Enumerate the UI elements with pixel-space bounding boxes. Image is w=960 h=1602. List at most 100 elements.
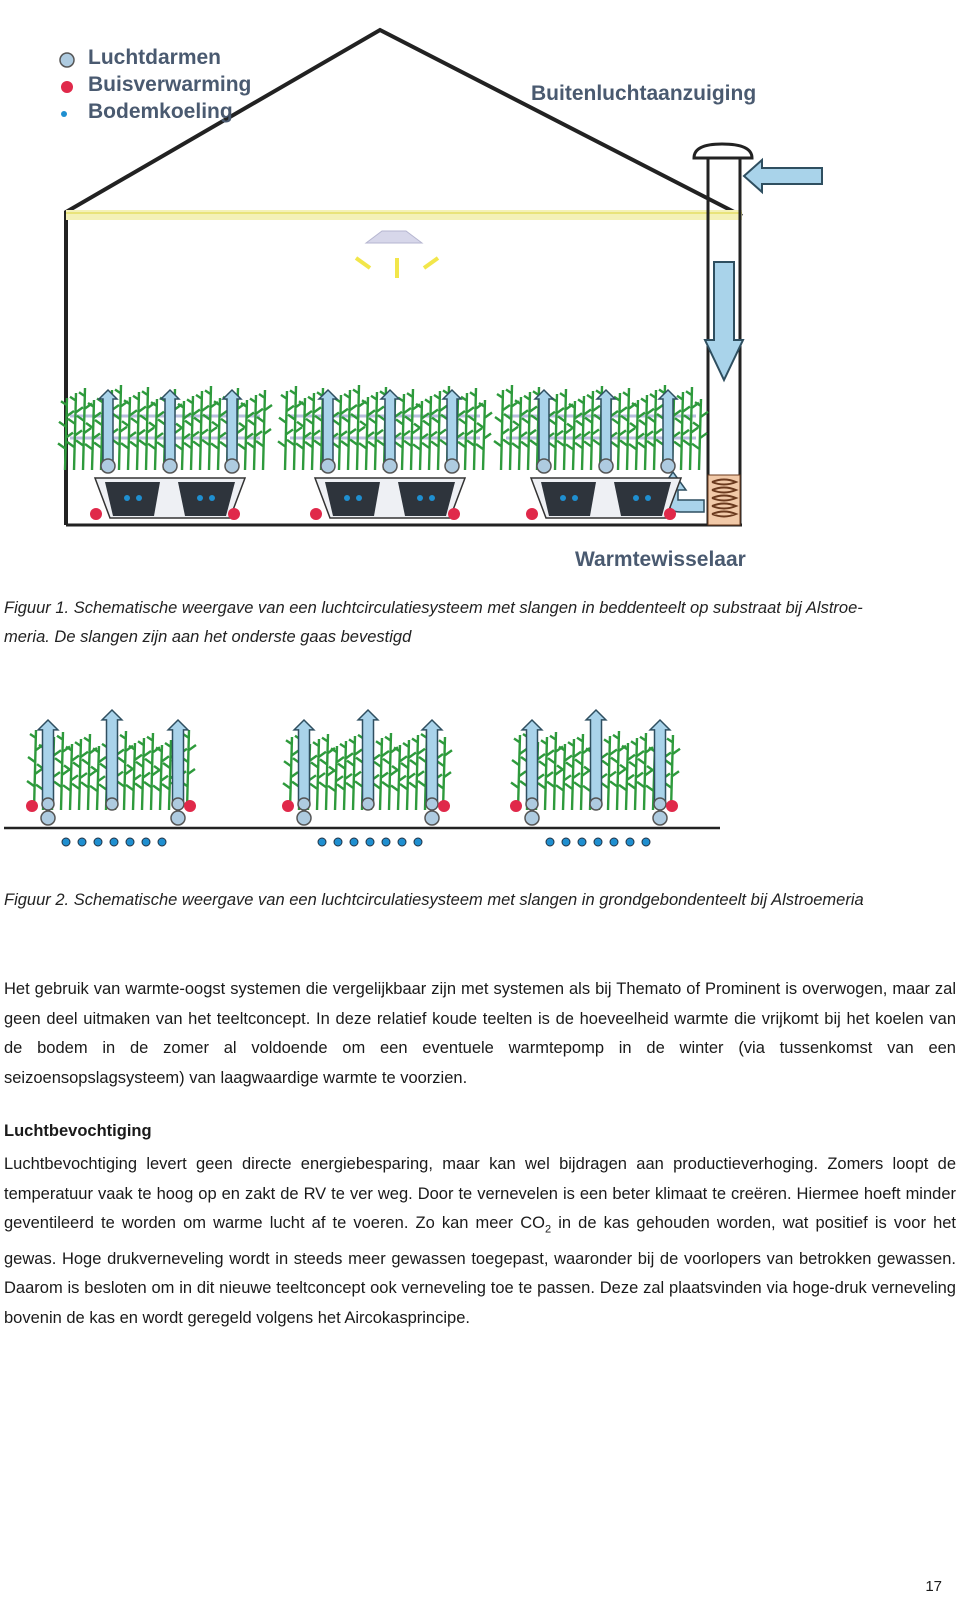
plant <box>546 731 564 811</box>
plant <box>609 730 627 811</box>
plant <box>237 399 255 471</box>
plant <box>143 732 161 811</box>
plant <box>520 391 538 471</box>
legend-label-floor-cooling: Bodemkoeling <box>88 100 233 123</box>
air-tube-icon <box>40 810 56 826</box>
plant <box>457 392 475 471</box>
section-heading: Luchtbevochtiging <box>4 1122 152 1140</box>
plant <box>62 743 80 811</box>
plant-bed <box>277 384 493 520</box>
plant <box>394 393 412 471</box>
plant-beds <box>57 384 709 520</box>
figure-2-diagram <box>4 708 720 847</box>
plant <box>201 385 219 471</box>
plant <box>466 387 484 471</box>
floor-cooling-icon <box>593 837 603 847</box>
air-tube-icon <box>524 810 540 826</box>
plant <box>564 738 582 811</box>
heating-pipe-icon <box>666 800 678 812</box>
air-tube-icon <box>105 797 119 811</box>
figure-1-caption-line-1: Figuur 1. Schematische weergave van een … <box>4 599 863 617</box>
floor-cooling-icon <box>93 837 103 847</box>
floor-cooling-icon <box>365 837 375 847</box>
air-tube-icon <box>224 458 240 474</box>
plant <box>574 395 592 471</box>
plant <box>26 729 44 811</box>
paragraph-heat-harvest: Het gebruik van warmte-oogst systemen di… <box>4 980 956 1087</box>
figure-1-legend: Luchtdarmen Buisverwarming Bodemkoeling <box>59 46 251 123</box>
figure-1-caption-line-2: meria. De slangen zijn aan het onderste … <box>4 628 412 646</box>
plant <box>53 731 71 811</box>
air-tube-icon <box>171 797 185 811</box>
plant <box>475 399 493 471</box>
plant <box>610 392 628 471</box>
air-flow-arrow-icon <box>100 708 124 805</box>
heating-pipe-icon <box>90 508 102 520</box>
plant <box>673 391 691 471</box>
label-heat-exchanger: Warmtewisselaar <box>575 548 746 571</box>
plant <box>138 386 156 471</box>
air-flow-arrow-icon <box>317 388 339 463</box>
plant <box>111 384 129 471</box>
floor-cooling-icon <box>317 837 327 847</box>
floor-cooling-icon <box>136 495 142 501</box>
plant <box>600 735 618 811</box>
plant <box>421 395 439 471</box>
figure-1-diagram: Luchtdarmen Buisverwarming Bodemkoeling … <box>57 27 823 571</box>
plant <box>390 744 408 811</box>
floor-cooling-icon <box>641 837 651 847</box>
heating-pipe-icon <box>664 508 676 520</box>
plant <box>57 397 75 471</box>
heating-pipe-icon <box>26 800 38 812</box>
air-flow-arrow-icon <box>441 388 463 463</box>
floor-cooling-icon <box>560 495 566 501</box>
heating-pipe-icon <box>510 800 522 812</box>
air-tube-icon <box>297 797 311 811</box>
plant <box>286 385 304 471</box>
plant <box>340 389 358 471</box>
plant-bed <box>493 384 709 520</box>
plant <box>89 745 107 811</box>
plant <box>547 393 565 471</box>
plant-row <box>26 708 197 847</box>
plant <box>556 388 574 471</box>
plant <box>282 736 300 811</box>
plant-row <box>282 708 453 847</box>
air-flow-arrow-icon <box>97 388 119 463</box>
floor-cooling-icon <box>417 495 423 501</box>
air-flow-arrow-icon <box>648 718 672 805</box>
floor-cooling-icon <box>545 837 555 847</box>
plant <box>619 387 637 471</box>
floor-cooling-icon <box>633 495 639 501</box>
plant <box>147 398 165 471</box>
floor-cooling-icon <box>157 837 167 847</box>
co2-formula: CO2 <box>520 1214 552 1236</box>
air-flow-arrow-icon <box>159 388 181 463</box>
plant <box>75 387 93 471</box>
floor-cooling-icon <box>141 837 151 847</box>
air-tube-icon <box>598 458 614 474</box>
air-intake-chimney <box>692 142 823 525</box>
plant <box>565 400 583 471</box>
floor-cooling-icon <box>429 495 435 501</box>
legend-label-air-tube: Luchtdarmen <box>88 46 221 69</box>
plant <box>408 734 426 811</box>
label-air-intake: Buitenluchtaanzuiging <box>531 82 756 105</box>
air-tube-icon <box>424 810 440 826</box>
heating-pipe-icon <box>526 508 538 520</box>
plant <box>120 396 138 471</box>
plant <box>116 730 134 811</box>
legend-air-tube-icon <box>59 52 75 68</box>
substrate-pot <box>105 482 160 516</box>
heating-pipe-icon <box>448 508 460 520</box>
plant <box>277 390 295 471</box>
floor-cooling-icon <box>125 837 135 847</box>
heating-pipe-icon <box>282 800 294 812</box>
floor-cooling-icon <box>356 495 362 501</box>
air-tube-icon <box>100 458 116 474</box>
plant <box>663 734 681 811</box>
air-tube-icon <box>652 810 668 826</box>
floor-cooling-icon <box>349 837 359 847</box>
air-flow-arrow-icon <box>166 718 190 805</box>
air-flow-arrow-icon <box>292 718 316 805</box>
